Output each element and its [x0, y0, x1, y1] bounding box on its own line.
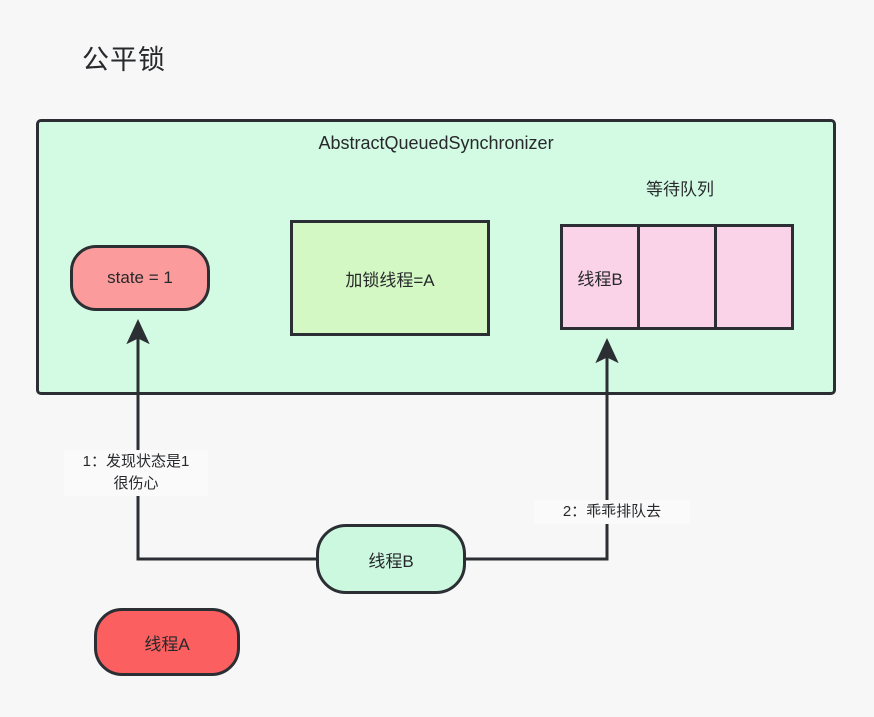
queue-cell [637, 224, 717, 330]
state-node-label: state = 1 [107, 268, 173, 287]
state-node: state = 1 [70, 245, 210, 311]
waiting-queue-heading: 等待队列 [646, 180, 714, 199]
edge-thread-b-to-state [126, 319, 316, 561]
thread-a-label: 线程A [144, 634, 190, 654]
lock-thread-label: 加锁线程=A [345, 270, 435, 290]
queue-cell: 线程B [560, 224, 640, 330]
edge-label-discover-state: 1：发现状态是1 很伤心 [64, 450, 208, 496]
thread-b-label: 线程B [368, 551, 414, 571]
queue-cell [714, 224, 794, 330]
aqs-title: AbstractQueuedSynchronizer [318, 133, 554, 153]
waiting-queue: 线程B [560, 224, 800, 330]
lock-thread-box: 加锁线程=A [290, 220, 490, 336]
page-title: 公平锁 [82, 45, 166, 75]
queue-cell-label: 线程B [577, 269, 623, 289]
thread-b-node: 线程B [316, 524, 466, 594]
thread-a-node: 线程A [94, 608, 240, 676]
edge-label-enqueue: 2：乖乖排队去 [534, 500, 690, 524]
edge-thread-b-to-queue [466, 338, 619, 561]
